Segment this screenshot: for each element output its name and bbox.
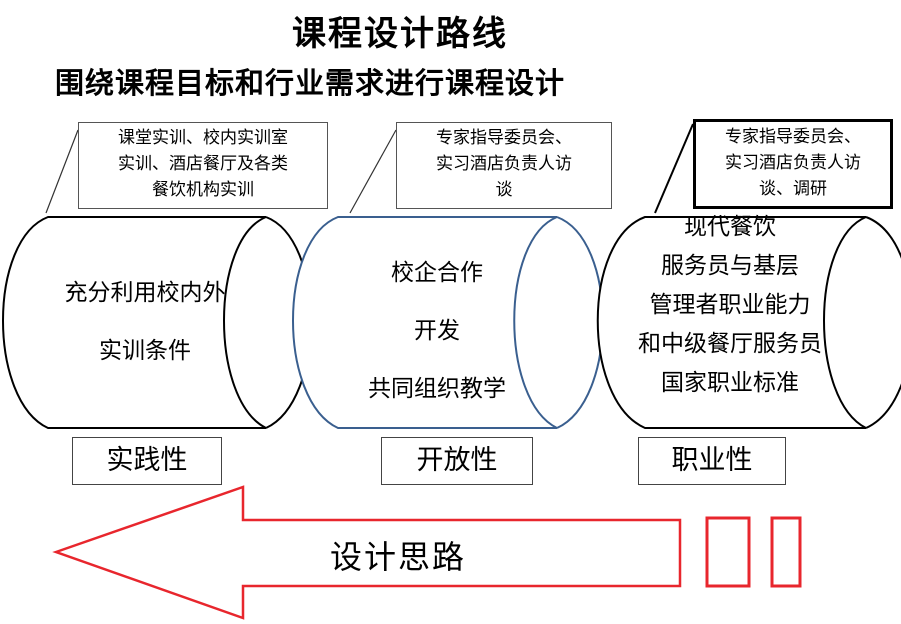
callout-3-line-1: 专家指导委员会、 [725,127,861,147]
cylinder-3 [596,216,901,429]
callout-3: 专家指导委员会、 实习酒店负责人访 谈、调研 [693,119,893,209]
callout-1-line-2: 实训、酒店餐厅及各类 [118,154,288,174]
callout-2-line-2: 实习酒店负责人访 [436,154,572,174]
cylinder-1-line-1: 充分利用校内外 [64,280,226,306]
callout-2: 专家指导委员会、 实习酒店负责人访 谈 [396,122,612,209]
cylinder-2-line-2: 开发 [414,318,460,344]
cylinder-3-line-4: 和中级餐厅服务员 [638,331,822,357]
callout-3-line-3: 谈、调研 [759,179,827,199]
cylinder-1-line-2: 实训条件 [99,338,191,364]
design-arrow [52,485,682,620]
callout-pointer-3 [654,123,694,214]
cylinder-2 [292,216,604,429]
label-practicality: 实践性 [72,437,222,485]
callout-pointer-2 [349,129,397,214]
cylinder-2-line-3: 共同组织教学 [368,376,506,402]
cylinder-3-line-5: 国家职业标准 [661,370,799,396]
cylinder-2-line-1: 校企合作 [391,260,483,286]
cylinder-3-line-3: 管理者职业能力 [649,292,811,318]
callout-2-line-3: 谈 [495,180,513,200]
cylinder-1 [2,216,312,429]
cylinder-3-line-1: 现代餐饮 [684,214,776,240]
cylinder-1-text: 充分利用校内外 实训条件 [30,272,260,372]
red-box-1 [705,516,751,588]
callout-3-line-2: 实习酒店负责人访 [725,153,861,173]
cylinder-3-line-2: 服务员与基层 [661,253,799,279]
label-vocational: 职业性 [638,437,786,485]
callout-2-line-1: 专家指导委员会、 [436,128,572,148]
label-openness: 开放性 [381,437,533,485]
callout-1: 课堂实训、校内实训室 实训、酒店餐厅及各类 餐饮机构实训 [78,122,328,209]
page-title: 课程设计路线 [292,14,508,54]
callout-1-line-1: 课堂实训、校内实训室 [118,128,288,148]
callout-1-line-3: 餐饮机构实训 [152,180,254,200]
cylinder-2-text: 校企合作 开发 共同组织教学 [322,244,552,418]
cylinder-3-text: 现代餐饮 服务员与基层 管理者职业能力 和中级餐厅服务员 国家职业标准 [600,208,860,403]
page-subtitle: 围绕课程目标和行业需求进行课程设计 [55,66,566,100]
red-box-2 [770,516,802,588]
arrow-label: 设计思路 [330,538,467,576]
callout-pointer-1 [45,129,79,214]
